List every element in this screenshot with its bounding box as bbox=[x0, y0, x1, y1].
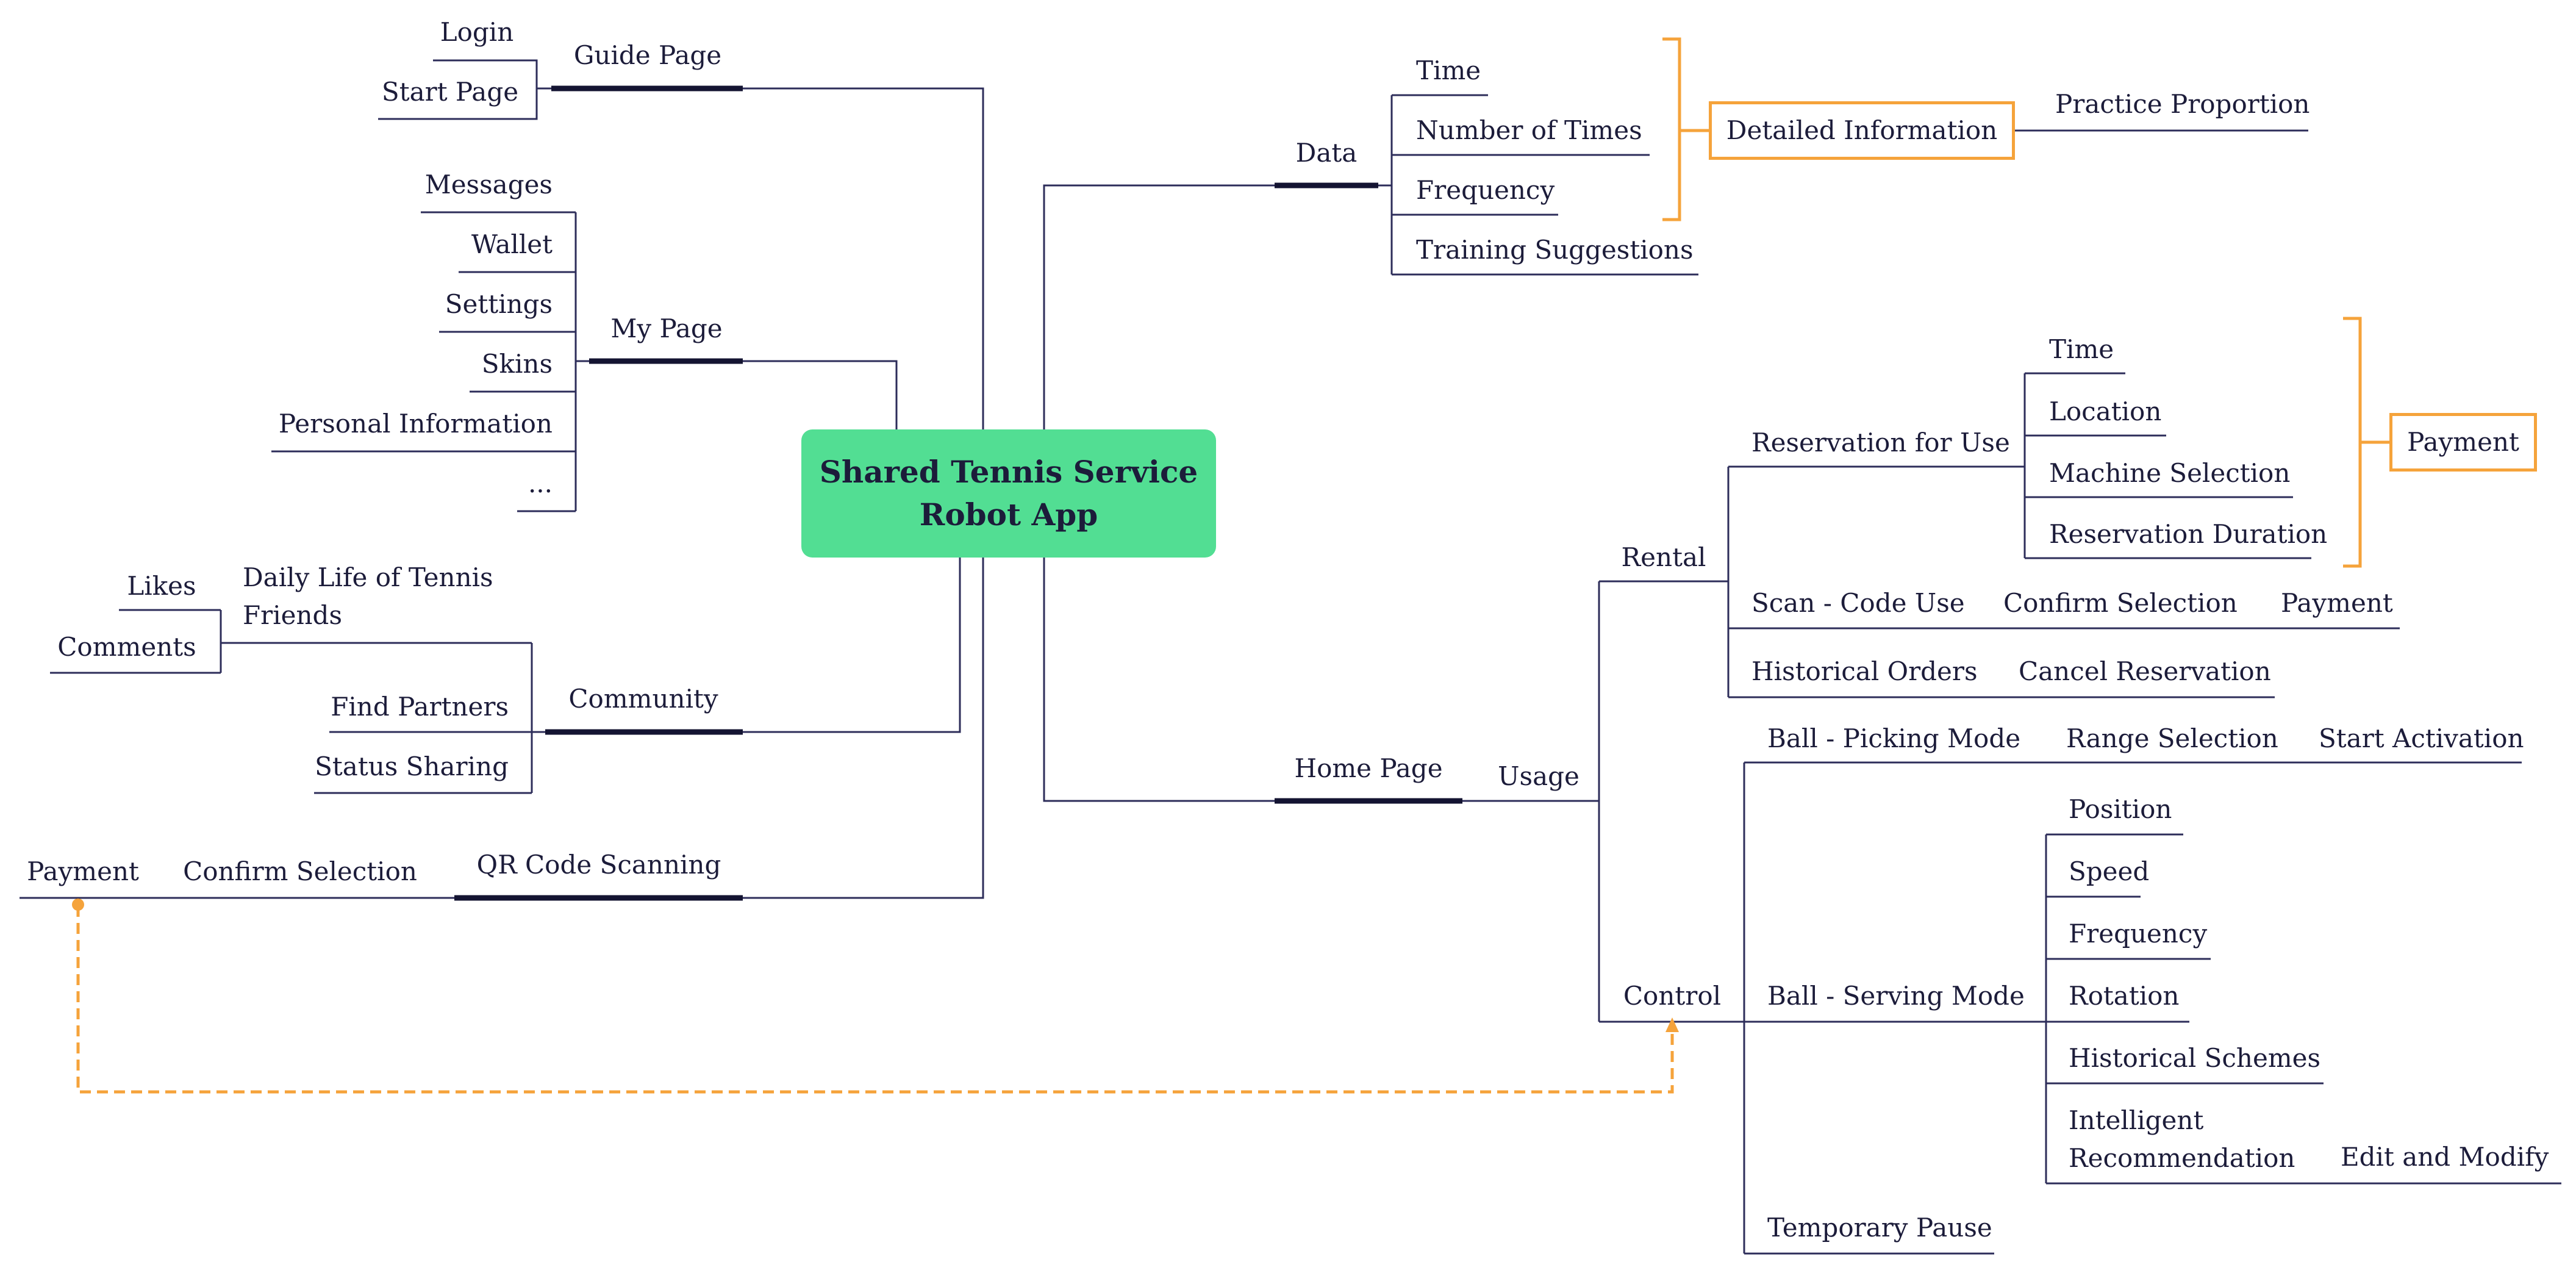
root-node[interactable]: Shared Tennis Service Robot App bbox=[801, 429, 1216, 558]
daily-life-label[interactable]: Daily Life of Tennis Friends bbox=[243, 562, 493, 630]
connector-my-page bbox=[743, 360, 898, 429]
ellipsis-label[interactable]: ... bbox=[528, 468, 553, 498]
connector-data bbox=[1043, 184, 1275, 429]
intelligent-recommendation-label[interactable]: Intelligent Recommendation bbox=[2069, 1105, 2295, 1173]
connector-home bbox=[1043, 558, 1275, 802]
reservation-payment-label: Payment bbox=[2407, 427, 2519, 457]
settings-label[interactable]: Settings bbox=[445, 289, 553, 319]
qr-code-scanning-label[interactable]: QR Code Scanning bbox=[476, 850, 721, 880]
find-partners-label[interactable]: Find Partners bbox=[331, 692, 509, 722]
reservation-for-use-label[interactable]: Reservation for Use bbox=[1751, 428, 2010, 457]
cancel-reservation-label[interactable]: Cancel Reservation bbox=[2019, 656, 2271, 686]
control-label[interactable]: Control bbox=[1623, 981, 1722, 1011]
comments-label[interactable]: Comments bbox=[57, 632, 196, 662]
data-time-label[interactable]: Time bbox=[1416, 56, 1481, 85]
usage-label[interactable]: Usage bbox=[1498, 761, 1580, 791]
start-activation-label[interactable]: Start Activation bbox=[2319, 723, 2524, 753]
serving-position-label[interactable]: Position bbox=[2069, 794, 2172, 824]
dashed-link-start-dot bbox=[72, 899, 84, 911]
data-frequency-label[interactable]: Frequency bbox=[1416, 175, 1555, 205]
guide-page-label[interactable]: Guide Page bbox=[573, 40, 722, 70]
data-bracket bbox=[1662, 37, 1709, 221]
dashed-link-arrowhead bbox=[1665, 1017, 1679, 1032]
detailed-information-label: Detailed Information bbox=[1726, 115, 1998, 145]
root-label: Shared Tennis Service Robot App bbox=[819, 454, 1198, 533]
personal-information-label[interactable]: Personal Information bbox=[278, 409, 553, 439]
range-selection-label[interactable]: Range Selection bbox=[2066, 723, 2278, 753]
historical-schemes-label[interactable]: Historical Schemes bbox=[2069, 1043, 2321, 1073]
scan-confirm-selection-label[interactable]: Confirm Selection bbox=[2003, 588, 2238, 618]
ball-serving-mode-label[interactable]: Ball - Serving Mode bbox=[1767, 981, 2025, 1011]
reservation-location-label[interactable]: Location bbox=[2049, 396, 2162, 426]
messages-label[interactable]: Messages bbox=[424, 170, 553, 199]
serving-speed-label[interactable]: Speed bbox=[2069, 856, 2150, 886]
scan-code-use-label[interactable]: Scan - Code Use bbox=[1751, 588, 1965, 618]
wallet-label[interactable]: Wallet bbox=[471, 229, 553, 259]
temporary-pause-label[interactable]: Temporary Pause bbox=[1767, 1213, 1992, 1243]
reservation-duration-label[interactable]: Reservation Duration bbox=[2049, 519, 2328, 549]
historical-orders-label[interactable]: Historical Orders bbox=[1751, 656, 1978, 686]
community-label[interactable]: Community bbox=[568, 684, 718, 714]
likes-label[interactable]: Likes bbox=[127, 571, 196, 601]
serving-rotation-label[interactable]: Rotation bbox=[2069, 981, 2180, 1011]
data-number-of-times-label[interactable]: Number of Times bbox=[1416, 115, 1642, 145]
data-label[interactable]: Data bbox=[1295, 138, 1358, 168]
status-sharing-label[interactable]: Status Sharing bbox=[315, 752, 509, 781]
ball-picking-mode-label[interactable]: Ball - Picking Mode bbox=[1767, 723, 2021, 753]
qr-confirm-selection-label[interactable]: Confirm Selection bbox=[183, 856, 417, 886]
scan-payment-label[interactable]: Payment bbox=[2281, 588, 2393, 618]
practice-proportion-label[interactable]: Practice Proportion bbox=[2055, 89, 2310, 119]
connector-qr bbox=[743, 558, 984, 899]
reservation-payment-node[interactable]: Payment bbox=[2389, 413, 2537, 472]
detailed-information-node[interactable]: Detailed Information bbox=[1709, 101, 2015, 160]
payment-control-dashed-link bbox=[76, 906, 1674, 1094]
rental-label[interactable]: Rental bbox=[1621, 542, 1706, 572]
connector-community bbox=[743, 558, 961, 733]
skins-label[interactable]: Skins bbox=[481, 349, 553, 379]
connector-guide-page bbox=[743, 87, 984, 429]
start-page-label[interactable]: Start Page bbox=[381, 77, 519, 107]
serving-frequency-label[interactable]: Frequency bbox=[2069, 919, 2208, 949]
edit-and-modify-label[interactable]: Edit and Modify bbox=[2341, 1142, 2549, 1172]
home-page-label[interactable]: Home Page bbox=[1294, 753, 1443, 783]
data-training-suggestions-label[interactable]: Training Suggestions bbox=[1416, 235, 1694, 265]
my-page-label[interactable]: My Page bbox=[610, 314, 723, 343]
reservation-machine-selection-label[interactable]: Machine Selection bbox=[2049, 458, 2291, 488]
qr-payment-label[interactable]: Payment bbox=[27, 856, 139, 886]
reservation-bracket bbox=[2343, 317, 2389, 568]
reservation-time-label[interactable]: Time bbox=[2049, 334, 2114, 364]
login-label[interactable]: Login bbox=[440, 17, 514, 47]
